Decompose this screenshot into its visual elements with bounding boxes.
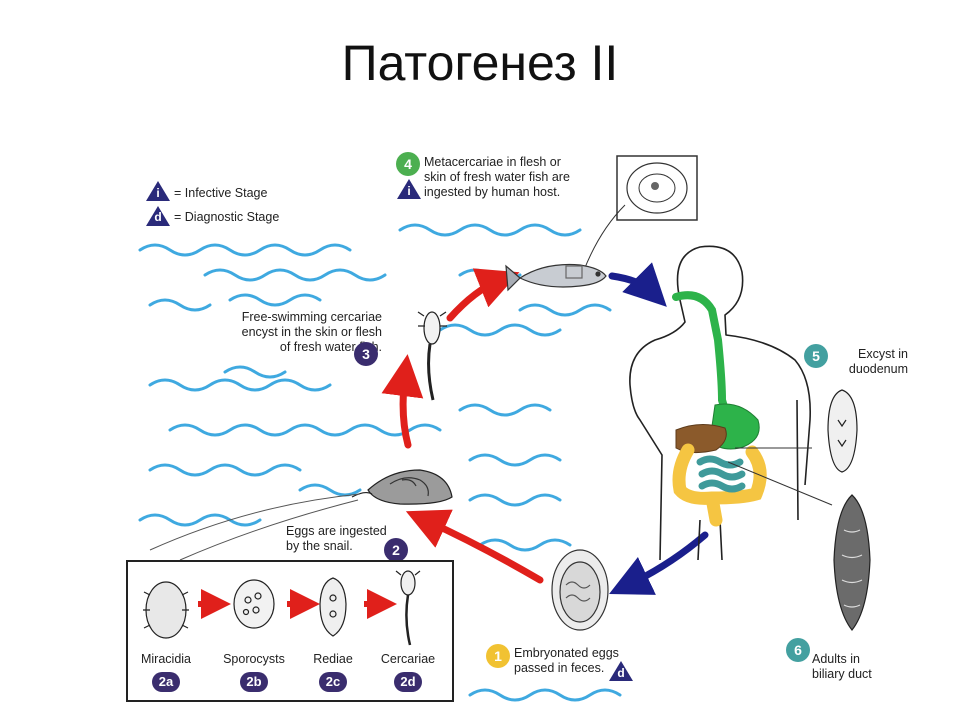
step-4-badge: 4 xyxy=(396,152,420,176)
diagnostic-stage-icon xyxy=(146,206,170,226)
miracidium-icon xyxy=(143,581,189,639)
step-2-badge: 2 xyxy=(384,538,408,562)
step-1-diagnostic-symbol: d xyxy=(617,666,625,680)
snail-stages-illustrations xyxy=(143,570,421,646)
infective-stage-icon xyxy=(146,181,170,201)
sporocyst-icon xyxy=(233,579,275,629)
stage-badge-2b: 2b xyxy=(240,672,268,692)
excysted-larva-icon xyxy=(827,389,858,473)
step-5-text: Excyst in duodenum xyxy=(848,347,908,376)
stage-label-cercariae: Cercariae xyxy=(380,652,436,666)
cercaria-icon xyxy=(417,311,447,401)
stage-label-miracidia: Miracidia xyxy=(140,652,191,666)
step-1-text: Embryonated eggs passed in feces. xyxy=(514,646,619,675)
snail-stages-box xyxy=(126,560,454,702)
adult-fluke-icon xyxy=(833,494,871,631)
step-6-text: Adults in biliary duct xyxy=(812,652,872,681)
esophagus xyxy=(672,291,732,424)
step-1-badge: 1 xyxy=(486,644,510,668)
water-waves xyxy=(138,223,622,702)
step-4-infective-icon xyxy=(397,179,421,199)
arrow-4-to-human xyxy=(608,262,667,307)
infective-symbol: i xyxy=(156,186,160,200)
redia-icon xyxy=(319,577,347,637)
arrow-1-to-2 xyxy=(405,509,544,584)
stage-label-rediae: Rediae xyxy=(313,652,353,666)
step-2-text: Eggs are ingested by the snail. xyxy=(286,524,387,553)
step-3-badge: 3 xyxy=(354,342,378,366)
stage-label-sporocysts: Sporocysts xyxy=(223,652,285,666)
human-body xyxy=(629,245,812,561)
digestive-tract xyxy=(672,291,833,527)
stage-badge-2c: 2c xyxy=(319,672,347,692)
large-intestine xyxy=(672,443,767,527)
arrow-human-to-1 xyxy=(609,531,709,595)
arrow-2-to-3 xyxy=(381,354,424,449)
step-4-text: Metacercariae in flesh or skin of fresh … xyxy=(424,155,570,199)
stage-badge-2a: 2a xyxy=(152,672,180,692)
embryonated-egg-icon xyxy=(551,549,609,631)
infective-stage-label: = Infective Stage xyxy=(174,186,268,200)
arrow-3-to-4 xyxy=(446,268,520,322)
step-6-badge: 6 xyxy=(786,638,810,662)
snail-icon xyxy=(149,469,453,561)
fish-icon xyxy=(505,263,607,292)
step-1-diagnostic-icon xyxy=(609,661,633,681)
cycle-arrows xyxy=(381,262,709,595)
step-4-infective-symbol: i xyxy=(407,184,411,198)
stage-badge-2d: 2d xyxy=(394,672,422,692)
diagnostic-stage-label: = Diagnostic Stage xyxy=(174,210,280,224)
cercaria-small-icon xyxy=(395,570,421,646)
small-intestine xyxy=(696,455,746,493)
metacercaria-inset xyxy=(583,155,698,271)
step-5-badge: 5 xyxy=(804,344,828,368)
page-title: Патогенез II xyxy=(341,35,619,91)
diagnostic-symbol: d xyxy=(154,210,162,224)
